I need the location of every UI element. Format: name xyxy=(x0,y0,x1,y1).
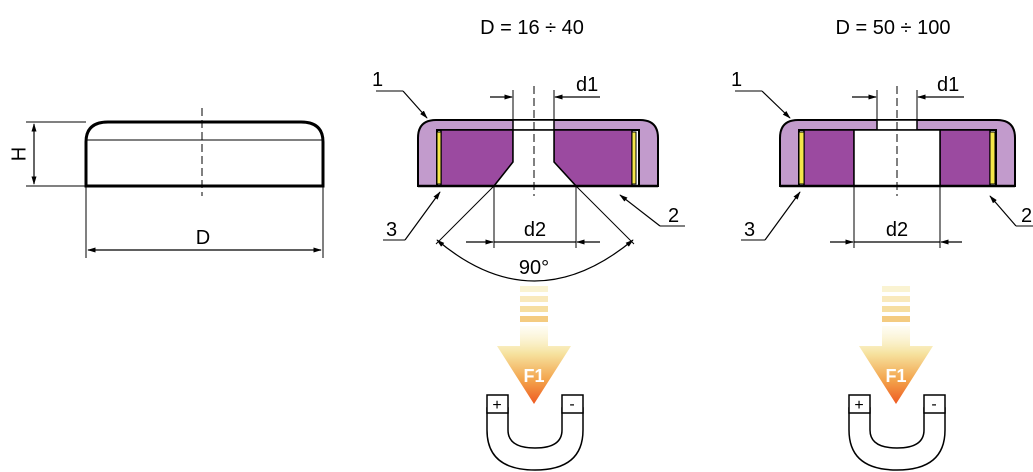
callout-2: 2 xyxy=(1021,205,1032,227)
minus-pole xyxy=(923,394,946,414)
force-label: F1 xyxy=(885,366,906,386)
angle-label: 90° xyxy=(519,257,549,279)
minus-label: - xyxy=(569,396,574,413)
bore-label: d1 xyxy=(937,74,959,96)
callout-2: 2 xyxy=(668,205,679,227)
spacer-right xyxy=(989,131,996,185)
middle-title: D = 16 ÷ 40 xyxy=(480,17,584,39)
spacer-left xyxy=(798,131,805,185)
spacer-right xyxy=(631,131,637,185)
plus-label: + xyxy=(854,397,863,414)
horseshoe-magnet: + - xyxy=(848,394,946,471)
middle-section-view: D = 16 ÷ 40 d1 d2 90° 1 xyxy=(372,17,685,471)
bore-label: d1 xyxy=(576,74,598,96)
counterbore-label: d2 xyxy=(886,219,908,241)
plus-pole xyxy=(486,394,509,414)
left-side-view: H D xyxy=(8,108,325,258)
right-section-view: D = 50 ÷ 100 d1 d2 1 2 3 xyxy=(731,17,1033,471)
force-arrow: F1 xyxy=(497,286,571,404)
horseshoe-magnet: + - xyxy=(486,394,584,471)
callout-3: 3 xyxy=(386,219,397,241)
height-label: H xyxy=(8,147,30,161)
force-arrow: F1 xyxy=(859,286,933,404)
angle-arc xyxy=(436,239,634,282)
minus-pole xyxy=(561,394,584,414)
force-label: F1 xyxy=(523,366,544,386)
magnet-outline xyxy=(84,120,325,188)
minus-label: - xyxy=(931,396,936,413)
callout-1: 1 xyxy=(731,69,742,91)
right-title: D = 50 ÷ 100 xyxy=(836,17,951,39)
magnet-right-half xyxy=(939,129,991,187)
diameter-label: D xyxy=(196,227,210,249)
counterbore-label: d2 xyxy=(524,219,546,241)
spacer-left xyxy=(436,131,442,185)
callout-3: 3 xyxy=(744,219,755,241)
callout-1: 1 xyxy=(372,69,383,91)
plus-label: + xyxy=(492,397,501,414)
plus-pole xyxy=(848,394,871,414)
angle-leg-right xyxy=(575,185,635,245)
magnet-left-half xyxy=(803,129,855,187)
angle-leg-left xyxy=(435,185,495,245)
